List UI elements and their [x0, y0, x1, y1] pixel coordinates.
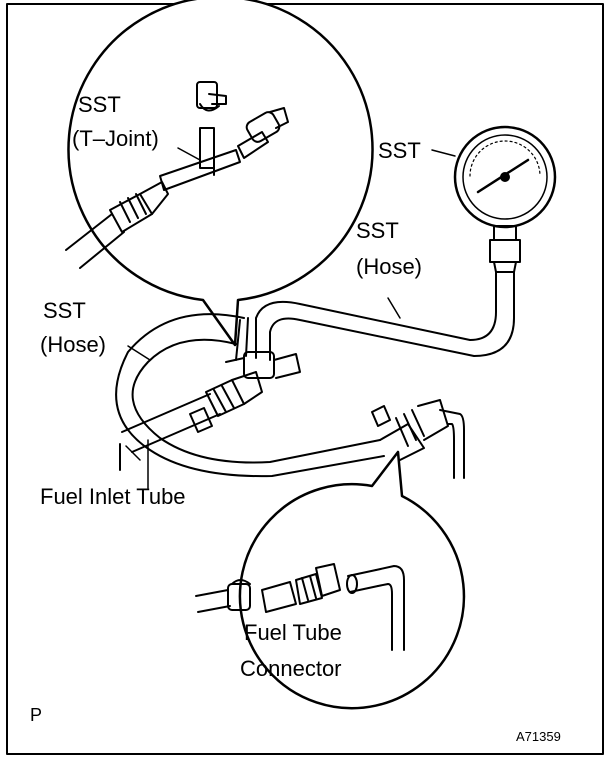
pressure-gauge — [431, 125, 557, 273]
label-sst-hose-right-1: SST — [356, 218, 399, 243]
corner-mark: P — [30, 705, 43, 725]
label-sst-hose-left-1: SST — [43, 298, 86, 323]
label-sst-hose-right-2: (Hose) — [356, 254, 423, 279]
label-fuel-inlet-tube: Fuel Inlet Tube — [40, 484, 186, 509]
main-assembly — [115, 313, 465, 489]
label-sst-tjoint-2: (T–Joint) — [72, 126, 159, 151]
label-sst-hose-left-2: (Hose) — [40, 332, 107, 357]
label-sst-gauge: SST — [378, 138, 421, 163]
label-fuel-tube-connector-1: Fuel Tube — [244, 620, 342, 645]
figure-border — [6, 3, 604, 755]
connector-callout — [195, 450, 466, 710]
gauge-hose — [255, 271, 515, 361]
label-fuel-tube-connector-2: Connector — [240, 656, 342, 681]
label-sst-tjoint-1: SST — [78, 92, 121, 117]
figure-code: A71359 — [516, 729, 561, 744]
tjoint-callout — [65, 0, 374, 347]
